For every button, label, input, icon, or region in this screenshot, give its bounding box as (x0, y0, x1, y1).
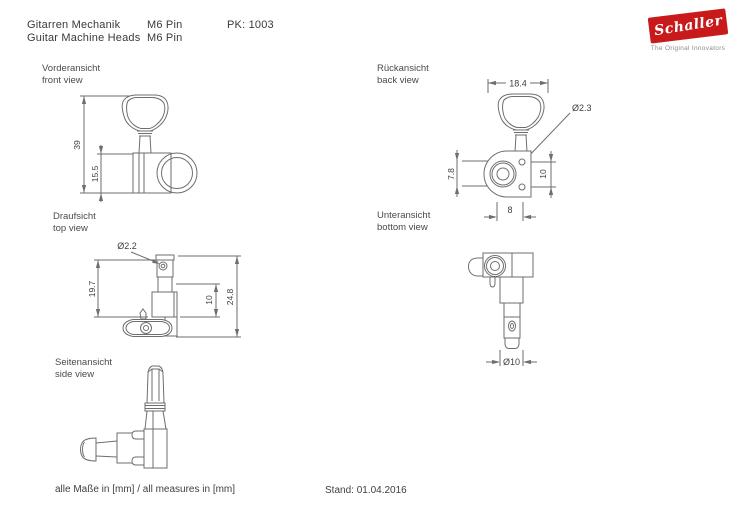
side-housing (143, 410, 168, 469)
front-button (121, 94, 169, 137)
dim-top-housing-depth: 10 (204, 295, 214, 305)
top-string-hole (158, 261, 168, 271)
product-title-de: Gitarren Mechanik (27, 19, 121, 31)
top-housing (151, 291, 178, 318)
logo-tagline: The Original Innovators (650, 45, 726, 52)
side-tuner-outline (79, 365, 168, 469)
dim-back-hole-spacing: 10 (538, 169, 548, 179)
back-view-label-de: Rückansicht (377, 63, 429, 74)
bottom-tuner-outline (467, 252, 534, 349)
side-string-post (79, 437, 118, 462)
bottom-housing (482, 252, 534, 278)
back-dimensions: 18.4 7.8 10 8 Ø2.3 (446, 79, 592, 221)
logo-brand-text: Schaller (652, 12, 724, 40)
bottom-view-drawing: Ø10 (467, 252, 537, 367)
dim-top-post-height: 19.7 (87, 280, 97, 297)
back-view-label: Rückansicht back view (377, 63, 429, 88)
bottom-mounting-pin (489, 276, 496, 288)
pk-number: PK: 1003 (227, 19, 274, 31)
dim-bottom-post-dia: Ø10 (503, 357, 520, 367)
back-pin-hole-top (518, 158, 526, 166)
dim-back-bushing-height: 7.8 (446, 168, 456, 180)
top-view-label-en: top view (53, 223, 88, 235)
front-view-drawing: 39 15.5 (72, 94, 198, 202)
side-view-label-de: Seitenansicht (55, 357, 113, 368)
front-view-label: Vorderansicht front view (42, 63, 100, 88)
back-view-drawing: 18.4 7.8 10 8 Ø2.3 (446, 79, 592, 221)
dim-back-button-width: 18.4 (509, 79, 527, 89)
bottom-button (467, 257, 488, 277)
top-string-post-cap (155, 254, 175, 261)
top-dimensions: 19.7 24.8 10 Ø2.2 (87, 241, 241, 338)
front-view-label-en: front view (42, 75, 83, 87)
top-view-drawing: 19.7 24.8 10 Ø2.2 (87, 241, 241, 338)
bottom-view-label-en: bottom view (377, 222, 428, 234)
top-view-label: Draufsicht top view (53, 211, 96, 236)
back-button (497, 93, 545, 153)
schaller-logo: Schaller (647, 8, 729, 44)
side-view-label-en: side view (55, 369, 95, 381)
bottom-view-label: Unteransicht bottom view (377, 210, 430, 235)
side-collar (144, 402, 166, 412)
model-name-1: M6 Pin (147, 19, 183, 31)
dim-back-pin-hole-dia: Ø2.3 (572, 103, 592, 113)
top-view-label-de: Draufsicht (53, 211, 96, 222)
back-bushing (489, 160, 517, 188)
bottom-dimensions: Ø10 (486, 350, 537, 367)
top-tuner-outline (122, 254, 178, 337)
front-shaft (138, 135, 152, 154)
revision-date: Stand: 01.04.2016 (325, 485, 407, 496)
bottom-string-post (499, 276, 524, 349)
dim-top-string-hole-dia: Ø2.2 (117, 241, 137, 251)
side-pin-top (131, 430, 145, 440)
back-pin-hole-bottom (518, 183, 526, 191)
model-name-2: M6 Pin (147, 32, 183, 44)
front-dimensions: 39 15.5 (72, 95, 133, 202)
front-view-label-de: Vorderansicht (42, 63, 101, 74)
product-title-en: Guitar Machine Heads (27, 32, 141, 44)
back-housing (483, 150, 532, 198)
side-pin-bottom (131, 456, 145, 466)
dim-top-overall-depth: 24.8 (225, 288, 235, 305)
front-tuner-outline (121, 94, 198, 194)
back-view-label-en: back view (377, 75, 419, 87)
side-view-label: Seitenansicht side view (55, 357, 112, 382)
top-button (122, 319, 173, 337)
bottom-string-hole (508, 320, 516, 332)
side-view-drawing (79, 365, 168, 469)
bottom-view-label-de: Unteransicht (377, 210, 431, 221)
side-button (146, 365, 165, 404)
back-tuner-outline (483, 93, 545, 198)
dim-back-hole-offset: 8 (507, 205, 512, 215)
front-housing (132, 152, 198, 194)
dim-front-housing-height: 15.5 (90, 165, 100, 182)
units-note: alle Maße in [mm] / all measures in [mm] (55, 484, 236, 495)
dim-front-total-height: 39 (72, 140, 82, 150)
